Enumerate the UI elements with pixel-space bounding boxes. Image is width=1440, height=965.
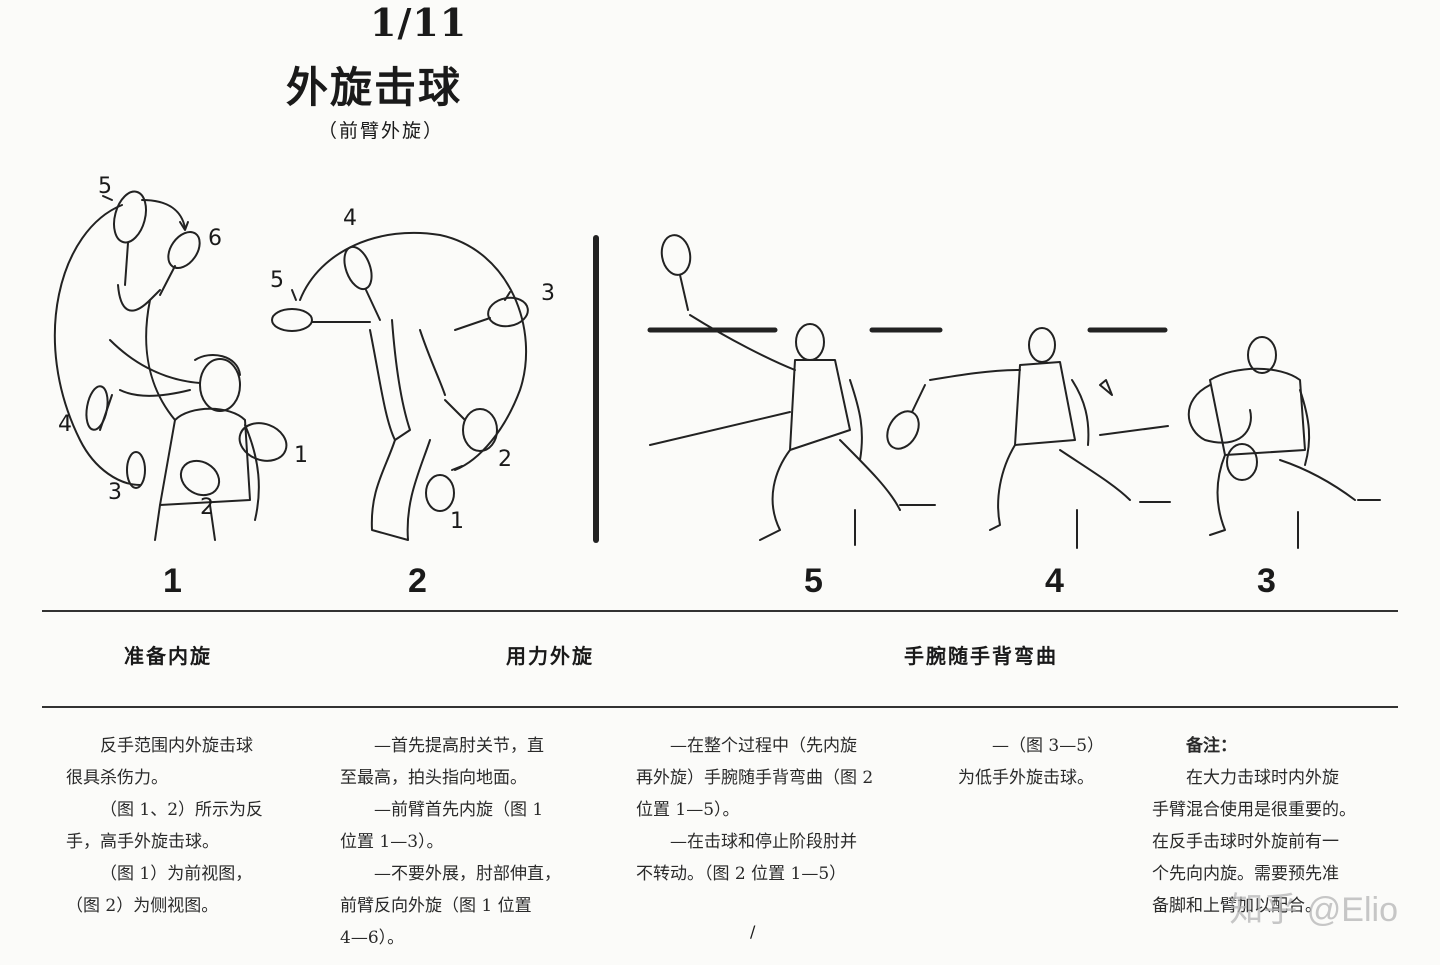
page-title: 外旋击球 — [286, 63, 463, 112]
col2-line: 4—6）。 — [340, 928, 405, 948]
col3-line: 再外旋）手腕随手背弯曲（图 2 — [636, 768, 874, 788]
col1-line: （图 2）为侧视图。 — [66, 896, 219, 916]
figure-1-caption: 1 — [163, 562, 182, 600]
fig2-label-2: 2 — [498, 447, 512, 472]
col5-line: 在大力击球时内外旋 — [1186, 768, 1339, 788]
fig1-label-6: 6 — [208, 226, 222, 251]
phase-heading-3: 手腕随手背弯曲 — [904, 644, 1058, 668]
text-column-3: —在整个过程中（先内旋 再外旋）手腕随手背弯曲（图 2 位置 1—5）。 —在击… — [636, 730, 926, 890]
text-column-2: —首先提高肘关节，直 至最高，拍头指向地面。 —前臂首先内旋（图 1 位置 1—… — [340, 730, 602, 954]
figure-1-drawing — [53, 190, 288, 541]
col4-line: 为低手外旋击球。 — [958, 768, 1094, 788]
col1-line: （图 1）为前视图， — [100, 864, 253, 884]
fig2-label-1: 1 — [450, 509, 464, 534]
col1-line: （图 1、2）所示为反 — [100, 800, 264, 820]
col1-line: 很具杀伤力。 — [66, 768, 168, 788]
rule-bottom — [42, 706, 1398, 708]
col3-line: —在击球和停止阶段肘并 — [670, 832, 857, 852]
fig2-label-3: 3 — [541, 281, 555, 306]
phase-heading-1: 准备内旋 — [124, 644, 212, 668]
fig2-label-5: 5 — [270, 268, 284, 293]
fig1-label-2: 2 — [200, 495, 214, 520]
figure-3-caption-5: 5 — [804, 562, 823, 600]
col2-line: 前臂反向外旋（图 1 位置 — [340, 896, 532, 916]
figure-3-caption-3: 3 — [1257, 562, 1276, 600]
col3-line: —在整个过程中（先内旋 — [670, 736, 857, 756]
page-subtitle: （前臂外旋） — [318, 120, 445, 142]
figure-3-caption-4: 4 — [1045, 562, 1064, 600]
figure-2-caption: 2 — [408, 562, 427, 600]
illustration-area — [53, 190, 1381, 549]
figure-3-drawing — [647, 234, 1381, 549]
col2-line: 位置 1—3）。 — [340, 832, 444, 852]
col2-line: —不要外展，肘部伸直， — [374, 864, 561, 884]
fig1-label-4: 4 — [58, 412, 72, 437]
col1-line: 反手范围内外旋击球 — [100, 736, 253, 756]
col5-line: 在反手击球时外旋前有一 — [1152, 832, 1339, 852]
col5-line: 手臂混合使用是很重要的。 — [1152, 800, 1356, 820]
col2-line: —前臂首先内旋（图 1 — [374, 800, 544, 820]
text-column-1: 反手范围内外旋击球 很具杀伤力。 （图 1、2）所示为反 手，高手外旋击球。 （… — [66, 730, 306, 922]
fig1-label-3: 3 — [108, 480, 122, 505]
rule-top — [42, 610, 1398, 612]
col1-line: 手，高手外旋击球。 — [66, 832, 219, 852]
text-column-5: 备注： 在大力击球时内外旋 手臂混合使用是很重要的。 在反手击球时外旋前有一 个… — [1152, 730, 1392, 922]
col3-line: 不转动。（图 2 位置 1—5） — [636, 864, 847, 884]
side-page-number: 17 — [0, 930, 2, 953]
col5-line: 备脚和上臂加以配合。 — [1152, 896, 1322, 916]
page-number: 1/11 — [370, 0, 468, 45]
stray-mark: / — [750, 922, 756, 941]
col5-line: 个先向内旋。需要预先准 — [1152, 864, 1339, 884]
phase-heading-2: 用力外旋 — [506, 644, 594, 668]
text-column-4: —（图 3—5） 为低手外旋击球。 — [958, 730, 1128, 794]
col3-line: 位置 1—5）。 — [636, 800, 740, 820]
notes-heading: 备注： — [1186, 736, 1237, 756]
col4-line: —（图 3—5） — [992, 736, 1105, 756]
watermark: 知乎 @Elio — [1229, 891, 1398, 929]
fig1-label-1: 1 — [294, 443, 308, 468]
figure-2-drawing — [271, 231, 529, 541]
fig1-label-5: 5 — [98, 174, 112, 199]
col2-line: —首先提高肘关节，直 — [374, 736, 544, 756]
col2-line: 至最高，拍头指向地面。 — [340, 768, 527, 788]
fig2-label-4: 4 — [343, 206, 357, 231]
